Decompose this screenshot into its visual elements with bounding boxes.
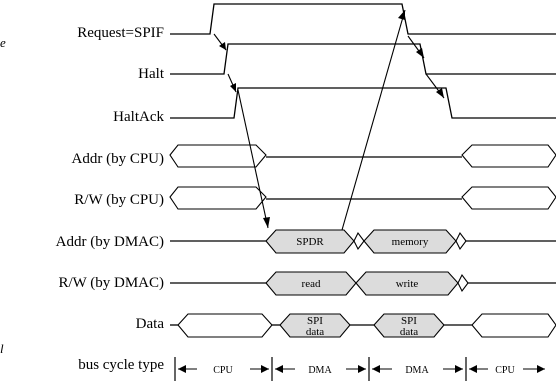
waveform-haltack (170, 87, 556, 119)
box-text-spi-2: SPI (401, 315, 417, 327)
label-data: Data (136, 316, 165, 332)
bus-cycle-cpu-1: CPU (213, 365, 233, 376)
label-rw-cpu: R/W (by CPU) (74, 192, 164, 208)
box-text-memory: memory (392, 236, 429, 248)
bus-cycle-cpu-2: CPU (495, 365, 515, 376)
label-request: Request=SPIF (77, 25, 164, 41)
arrow-haltack-to-spdr (237, 89, 269, 229)
cut-text-top: e (0, 35, 6, 50)
label-halt: Halt (138, 66, 165, 82)
causal-arrows (213, 9, 445, 231)
box-text-data-2: data (400, 326, 418, 338)
label-bus-cycle: bus cycle type (78, 357, 164, 373)
bus-cycle-row (174, 357, 545, 381)
label-addr-dmac: Addr (by DMAC) (56, 234, 164, 250)
box-text-read: read (302, 278, 321, 290)
label-rw-dmac: R/W (by DMAC) (58, 275, 164, 291)
box-text-data-1: data (306, 326, 324, 338)
waveform-rw-dmac (170, 271, 556, 296)
label-haltack: HaltAck (113, 109, 164, 125)
waveform-addr-cpu (169, 144, 556, 168)
box-text-spi-1: SPI (307, 315, 323, 327)
waveform-data (170, 313, 556, 338)
label-addr-cpu: Addr (by CPU) (72, 151, 165, 167)
arrow-spdr-to-request (341, 9, 406, 231)
bus-cycle-dma-2: DMA (405, 365, 429, 376)
waveform-halt (170, 43, 556, 75)
waveform-request (170, 3, 556, 35)
box-text-spdr: SPDR (296, 236, 324, 248)
waveform-addr-dmac (170, 229, 556, 254)
bus-cycle-dma-1: DMA (308, 365, 332, 376)
waveform-rw-cpu (169, 186, 556, 210)
box-text-write: write (396, 278, 419, 290)
cut-text-bottom: l (0, 341, 4, 356)
